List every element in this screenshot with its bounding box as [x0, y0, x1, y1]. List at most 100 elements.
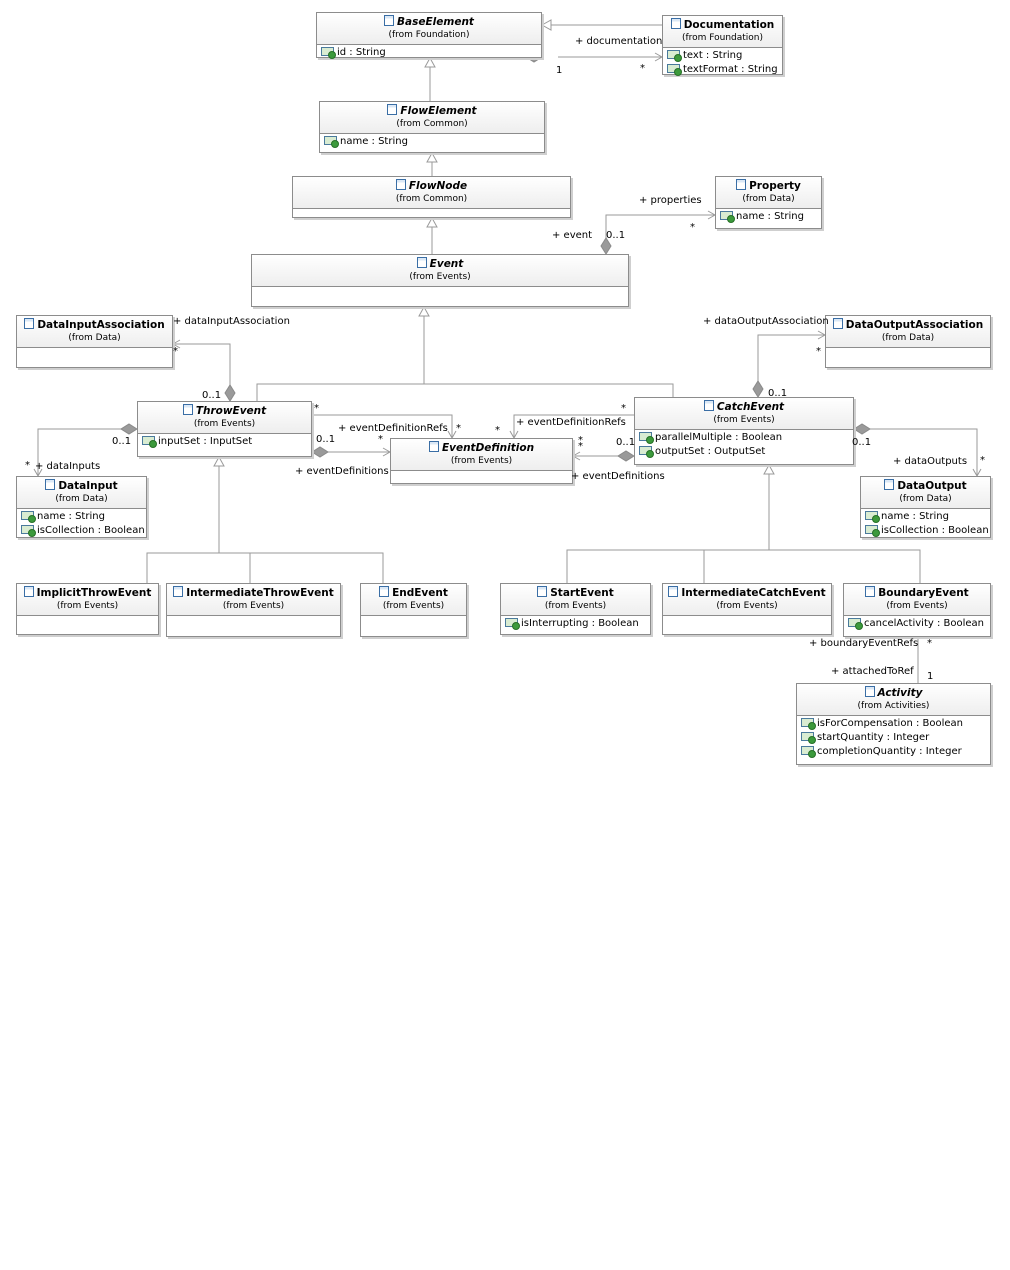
class-name: BaseElement: [319, 15, 539, 29]
class-name: Property: [718, 179, 819, 193]
role-label-doa-star: *: [816, 346, 821, 357]
class-intermediate-throw-event[interactable]: IntermediateThrowEvent(from Events): [166, 583, 341, 637]
class-name-text: DataOutput: [897, 480, 967, 492]
attribute-row: name : String: [21, 510, 143, 524]
role-label-ber-star: *: [927, 638, 932, 649]
class-icon: [395, 179, 406, 190]
class-start-event[interactable]: StartEvent(from Events)isInterrupting : …: [500, 583, 651, 635]
class-property[interactable]: Property(from Data)name : String: [715, 176, 822, 229]
class-name-text: Documentation: [683, 19, 775, 31]
role-label-data-input-association: + dataInputAssociation: [173, 316, 290, 327]
class-header: DataInput(from Data): [17, 477, 146, 509]
class-package: (from Foundation): [388, 30, 470, 40]
role-label-edr-left-star: *: [456, 423, 461, 434]
class-name: StartEvent: [503, 586, 648, 600]
attribute-icon: [21, 511, 36, 523]
class-name-text: DataInputAssociation: [37, 319, 165, 331]
role-label-data-inputs: + dataInputs: [35, 461, 101, 472]
class-base-element[interactable]: BaseElement(from Foundation)id : String: [316, 12, 542, 59]
attribute-row: isForCompensation : Boolean: [801, 717, 987, 731]
attribute-row: name : String: [865, 510, 987, 524]
class-flow-node[interactable]: FlowNode(from Common): [292, 176, 571, 218]
role-label-ce-01-ed: 0..1: [616, 437, 636, 448]
class-name-text: IntermediateCatchEvent: [681, 587, 826, 599]
attribute-compartment: [826, 348, 990, 351]
class-implicit-throw-event[interactable]: ImplicitThrowEvent(from Events): [16, 583, 159, 635]
class-icon: [24, 318, 35, 329]
attribute-text: text : String: [683, 50, 743, 61]
class-header: Event(from Events): [252, 255, 628, 287]
role-label-te-01-ed: 0..1: [316, 434, 336, 445]
role-label-edr-right-star: *: [621, 403, 626, 414]
generalization-arrowhead: [213, 455, 225, 467]
class-header: DataOutputAssociation(from Data): [826, 316, 990, 348]
class-event-definition[interactable]: EventDefinition (from Events): [390, 438, 573, 484]
class-name: IntermediateThrowEvent: [169, 586, 338, 600]
class-icon: [428, 441, 439, 452]
role-label-doc-star: *: [640, 63, 645, 74]
class-flow-element[interactable]: FlowElement(from Common)name : String: [319, 101, 545, 153]
class-end-event[interactable]: EndEvent(from Events): [360, 583, 467, 637]
role-label-doa-01: 0..1: [768, 388, 788, 399]
class-name: DataInputAssociation: [19, 318, 170, 332]
class-documentation[interactable]: Documentation(from Foundation) text : Str…: [662, 15, 783, 76]
assoc-datainputassociation: [173, 343, 231, 385]
role-label-di-star: *: [25, 460, 30, 471]
role-label-event-definition-refs-left: + eventDefinitionRefs: [338, 423, 448, 434]
attribute-text: outputSet : OutputSet: [655, 446, 766, 457]
class-name: DataInput: [19, 479, 144, 493]
class-data-output-association[interactable]: DataOutputAssociation(from Data): [825, 315, 991, 368]
attribute-row: outputSet : OutputSet: [639, 445, 850, 459]
class-catch-event[interactable]: CatchEvent(from Events)parallelMultiple …: [634, 397, 854, 465]
class-icon: [864, 686, 875, 697]
attribute-row: parallelMultiple : Boolean: [639, 431, 850, 445]
generalization-arrowhead: [540, 19, 552, 31]
role-label-ce-01-do: 0..1: [852, 437, 872, 448]
role-label-documentation: + documentation: [575, 36, 663, 47]
class-icon: [182, 404, 193, 415]
role-label-atr-1: 1: [927, 671, 934, 682]
role-label-ev-01: 0..1: [606, 230, 626, 241]
class-icon: [670, 18, 681, 29]
attribute-row: isCollection : Boolean: [21, 524, 145, 538]
attribute-icon: [720, 211, 735, 223]
class-header: DataOutput(from Data): [861, 477, 990, 509]
class-header: EventDefinition (from Events): [391, 439, 572, 471]
class-header: BaseElement(from Foundation): [317, 13, 541, 45]
class-name-text: EventDefinition: [441, 442, 535, 454]
class-icon: [45, 479, 56, 490]
attribute-row: name : String: [324, 135, 541, 149]
class-data-input-association[interactable]: DataInputAssociation(from Data): [16, 315, 173, 368]
attribute-text: name : String: [736, 211, 804, 222]
class-name: ThrowEvent: [140, 404, 309, 418]
attribute-icon: [801, 746, 816, 758]
role-label-event-definitions-right: + eventDefinitions: [571, 471, 665, 482]
class-boundary-event[interactable]: BoundaryEvent(from Events)cancelActivity…: [843, 583, 991, 637]
class-activity[interactable]: Activity(from Activities)isForCompensati…: [796, 683, 991, 765]
attribute-row: text : String: [667, 49, 779, 63]
role-label-event-definitions-left: + eventDefinitions: [295, 466, 389, 477]
class-header: StartEvent(from Events): [501, 584, 650, 616]
class-header: Documentation(from Foundation): [663, 16, 782, 48]
class-package: (from Events): [450, 456, 513, 466]
role-label-event: + event: [552, 230, 593, 241]
class-intermediate-catch-event[interactable]: IntermediateCatchEvent(from Events): [662, 583, 832, 635]
class-header: DataInputAssociation(from Data): [17, 316, 172, 348]
class-header: ImplicitThrowEvent(from Events): [17, 584, 158, 616]
class-throw-event[interactable]: ThrowEvent(from Events)inputSet : InputS…: [137, 401, 312, 457]
attribute-icon: [801, 718, 816, 730]
attribute-row: name : String: [720, 210, 818, 224]
class-data-input[interactable]: DataInput(from Data) name : String isColle…: [16, 476, 147, 538]
class-header: IntermediateThrowEvent(from Events): [167, 584, 340, 616]
class-event[interactable]: Event(from Events): [251, 254, 629, 307]
assoc-dataoutputassociation: [757, 334, 825, 381]
attribute-text: name : String: [37, 511, 105, 522]
class-icon: [832, 318, 843, 329]
attribute-icon: [505, 618, 520, 630]
class-name-text: ImplicitThrowEvent: [36, 587, 152, 599]
role-label-doc-1: 1: [556, 65, 563, 76]
